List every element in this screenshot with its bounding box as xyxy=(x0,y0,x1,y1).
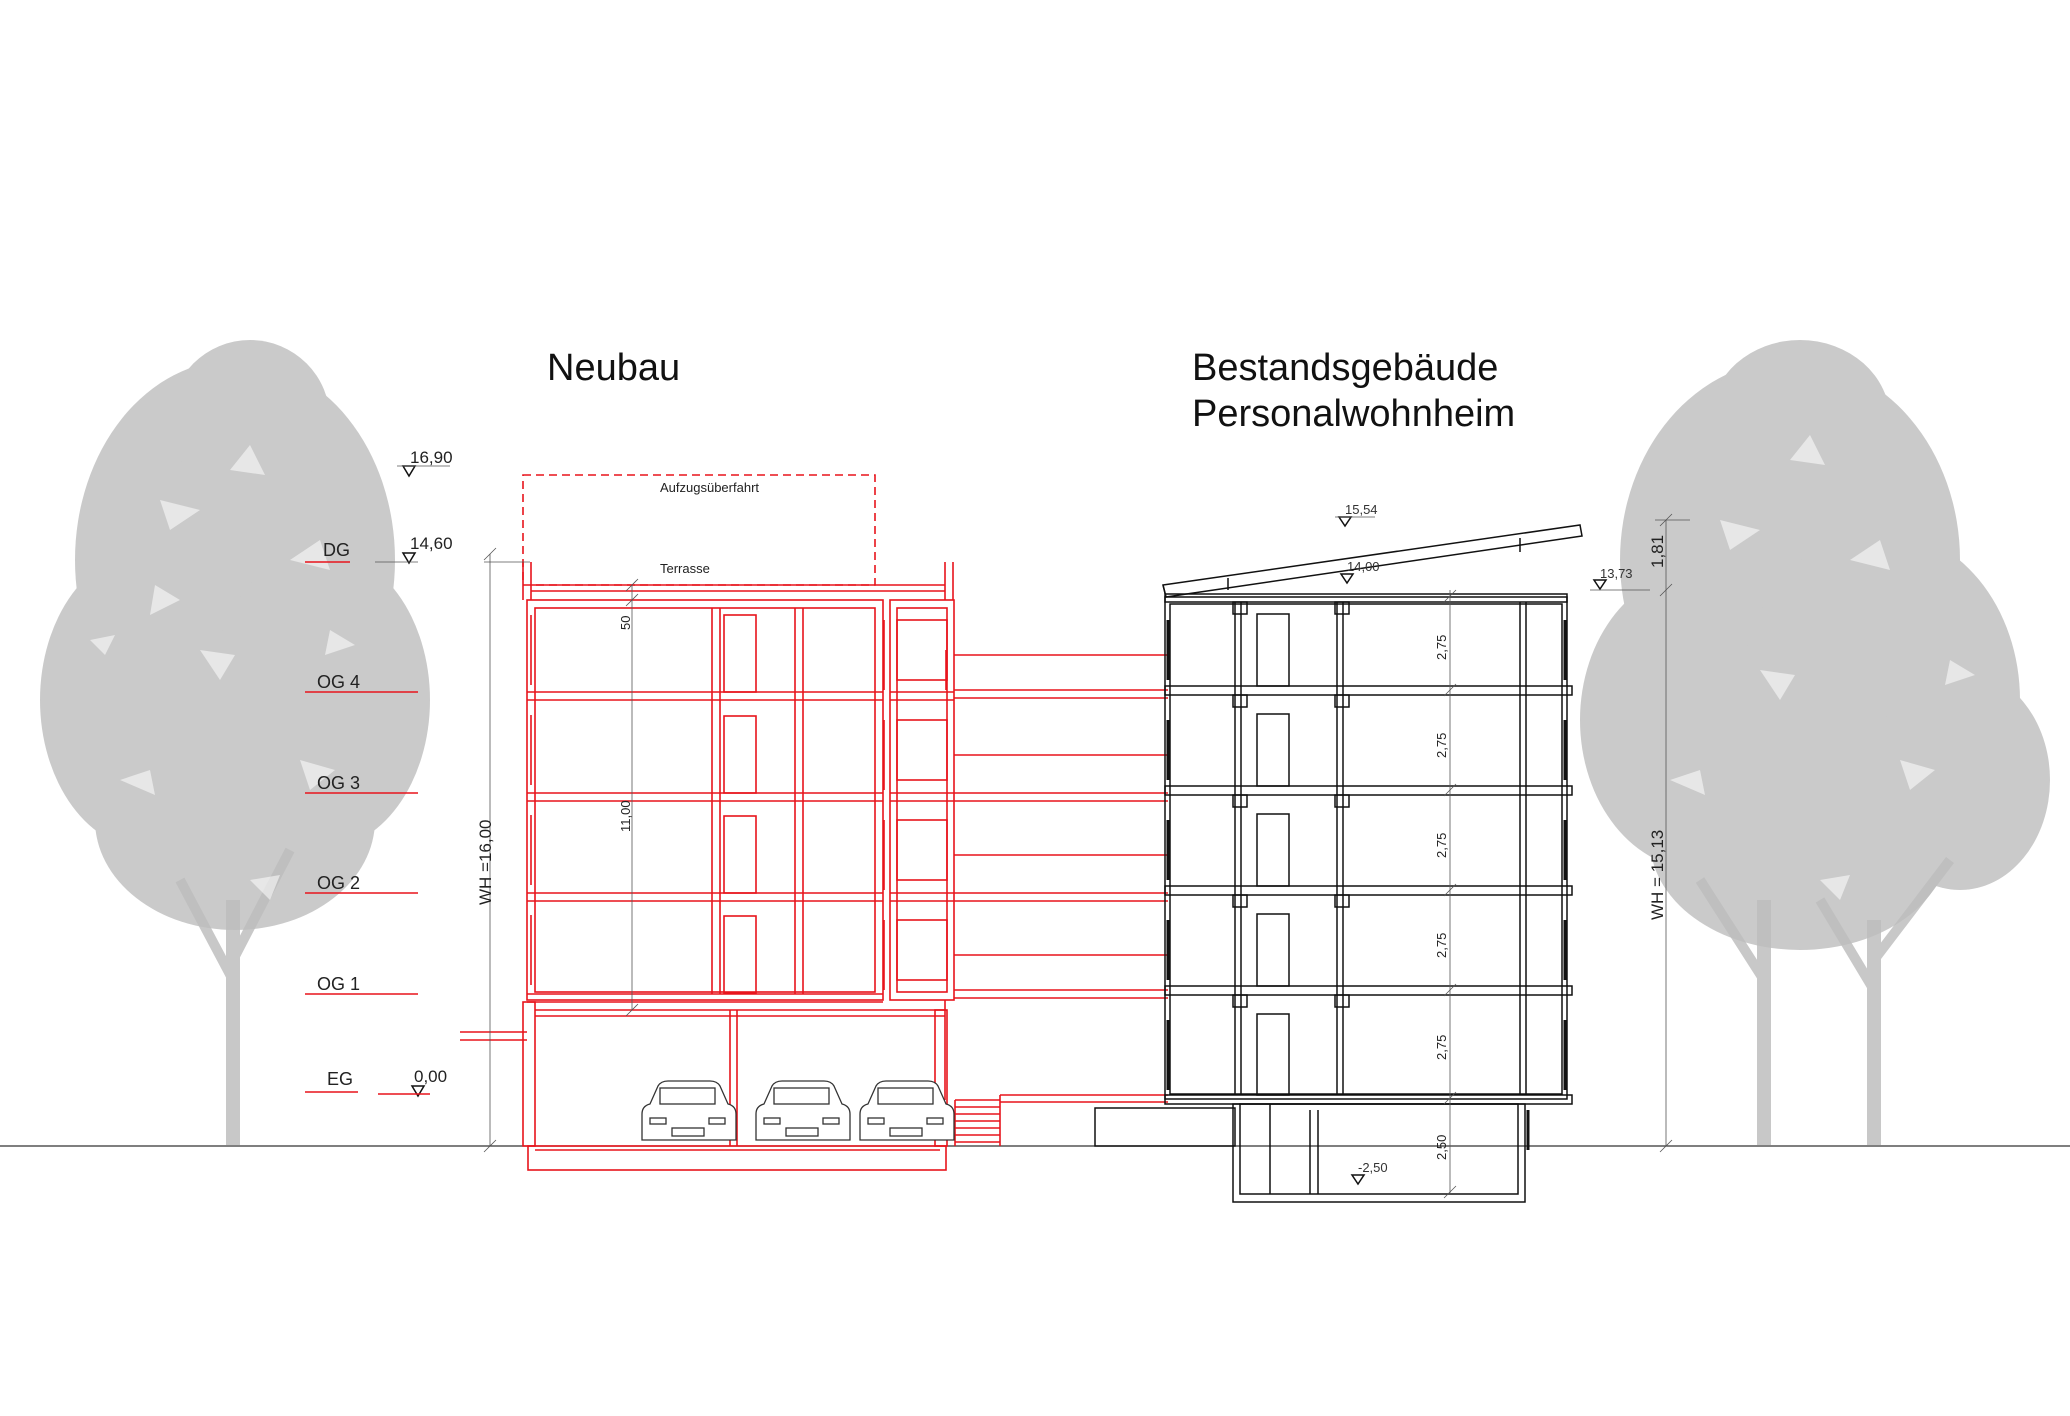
level-og2: OG 2 xyxy=(317,873,360,893)
elevation-1460: 14,60 xyxy=(410,534,453,553)
dim-275-4: 2,75 xyxy=(1434,933,1449,958)
level-eg: EG xyxy=(327,1069,353,1089)
level-og3: OG 3 xyxy=(317,773,360,793)
elevation-minus250: -2,50 xyxy=(1358,1160,1388,1175)
note-terrasse: Terrasse xyxy=(660,561,710,576)
dim-275-5: 2,75 xyxy=(1434,1035,1449,1060)
car-3 xyxy=(859,1080,955,1141)
dim-wh-new: WH =16,00 xyxy=(476,819,495,905)
dim-50: 50 xyxy=(618,616,633,630)
title-bestand-line2: Personalwohnheim xyxy=(1192,393,1515,435)
title-bestand-line1: Bestandsgebäude xyxy=(1192,347,1498,389)
elevation-1373: 13,73 xyxy=(1600,566,1633,581)
existing-building-section: 15,54 14,00 13,73 xyxy=(1094,502,1690,1203)
elevation-markers-left: 16,90 14,60 0,00 xyxy=(375,448,453,1098)
tree-left xyxy=(40,340,430,1145)
note-aufzug: Aufzugsüberfahrt xyxy=(660,480,759,495)
dim-wh-old: WH = 15,13 xyxy=(1648,830,1667,920)
dim-275-2: 2,75 xyxy=(1434,733,1449,758)
car-1 xyxy=(641,1080,737,1141)
level-og4: OG 4 xyxy=(317,672,360,692)
dim-275-1: 2,75 xyxy=(1434,635,1449,660)
dim-181: 1,81 xyxy=(1648,535,1667,568)
elevation-1400: 14,00 xyxy=(1347,559,1380,574)
new-building-section: Aufzugsüberfahrt Terrasse xyxy=(460,474,1168,1171)
elevation-000: 0,00 xyxy=(414,1067,447,1086)
dim-250: 2,50 xyxy=(1434,1135,1449,1160)
dim-275-3: 2,75 xyxy=(1434,833,1449,858)
elevation-1690: 16,90 xyxy=(410,448,453,467)
car-2 xyxy=(755,1080,851,1141)
level-og1: OG 1 xyxy=(317,974,360,994)
level-labels: DG OG 4 OG 3 OG 2 OG 1 EG xyxy=(305,540,418,1093)
elevation-1554: 15,54 xyxy=(1345,502,1378,517)
level-dg: DG xyxy=(323,540,350,560)
tree-right xyxy=(1580,340,2050,1145)
dim-1100: 11,00 xyxy=(618,800,633,832)
title-neubau: Neubau xyxy=(547,347,680,389)
